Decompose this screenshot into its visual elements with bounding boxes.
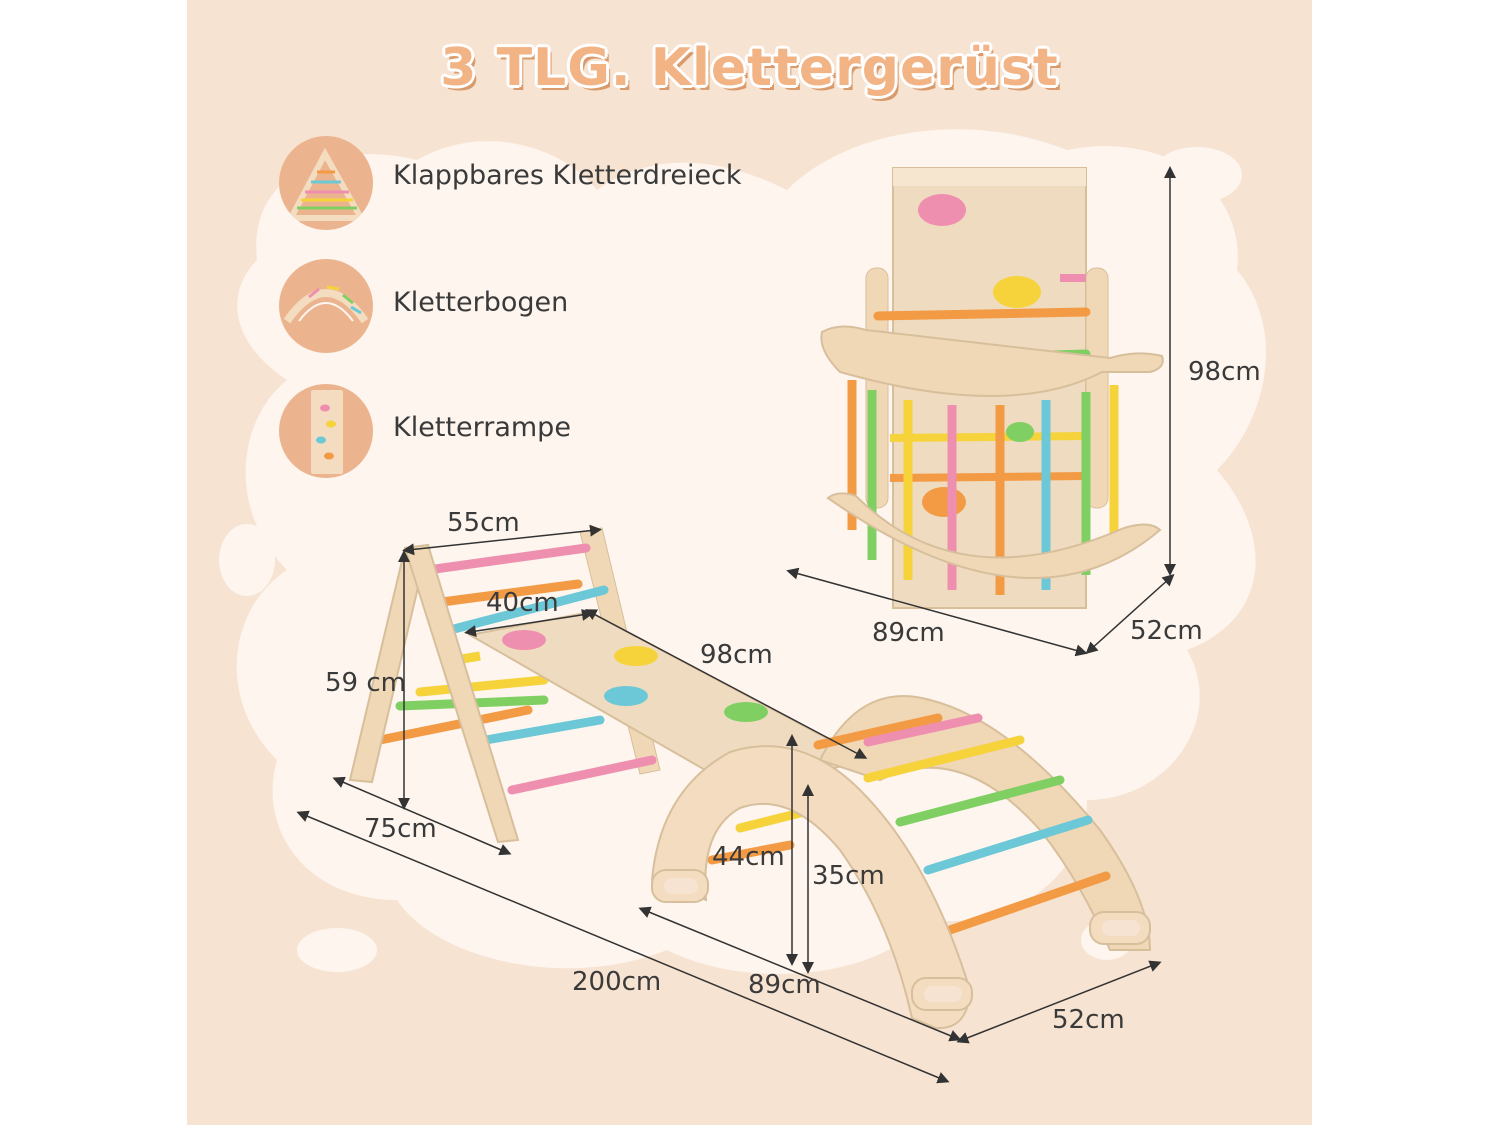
- dim-triangle-height: 59 cm: [325, 668, 406, 698]
- tower-configuration: [820, 167, 1164, 609]
- feature-label-triangle: Klappbares Kletterdreieck: [393, 160, 742, 191]
- dim-tower-length: 89cm: [872, 618, 945, 648]
- triangle-icon: [279, 136, 373, 230]
- page-title: 3 TLG. Klettergerüst: [440, 38, 1059, 98]
- dim-triangle-top-width: 55cm: [447, 508, 520, 538]
- dim-tower-height: 98cm: [1188, 357, 1261, 387]
- dim-arch-inner-height: 35cm: [812, 861, 885, 891]
- dim-tower-depth: 52cm: [1130, 616, 1203, 646]
- feature-label-ramp: Kletterrampe: [393, 412, 571, 443]
- dim-total-length: 200cm: [572, 967, 662, 997]
- feature-label-arch: Kletterbogen: [393, 287, 569, 318]
- ramp-icon: [279, 384, 373, 478]
- arch-icon: [279, 259, 373, 353]
- dim-triangle-base: 75cm: [364, 814, 437, 844]
- dim-arch-length: 89cm: [748, 970, 821, 1000]
- dim-arch-depth: 52cm: [1052, 1005, 1125, 1035]
- dim-arch-height: 44cm: [712, 842, 785, 872]
- dim-triangle-inner-width: 40cm: [486, 588, 559, 618]
- dim-ramp-length: 98cm: [700, 640, 773, 670]
